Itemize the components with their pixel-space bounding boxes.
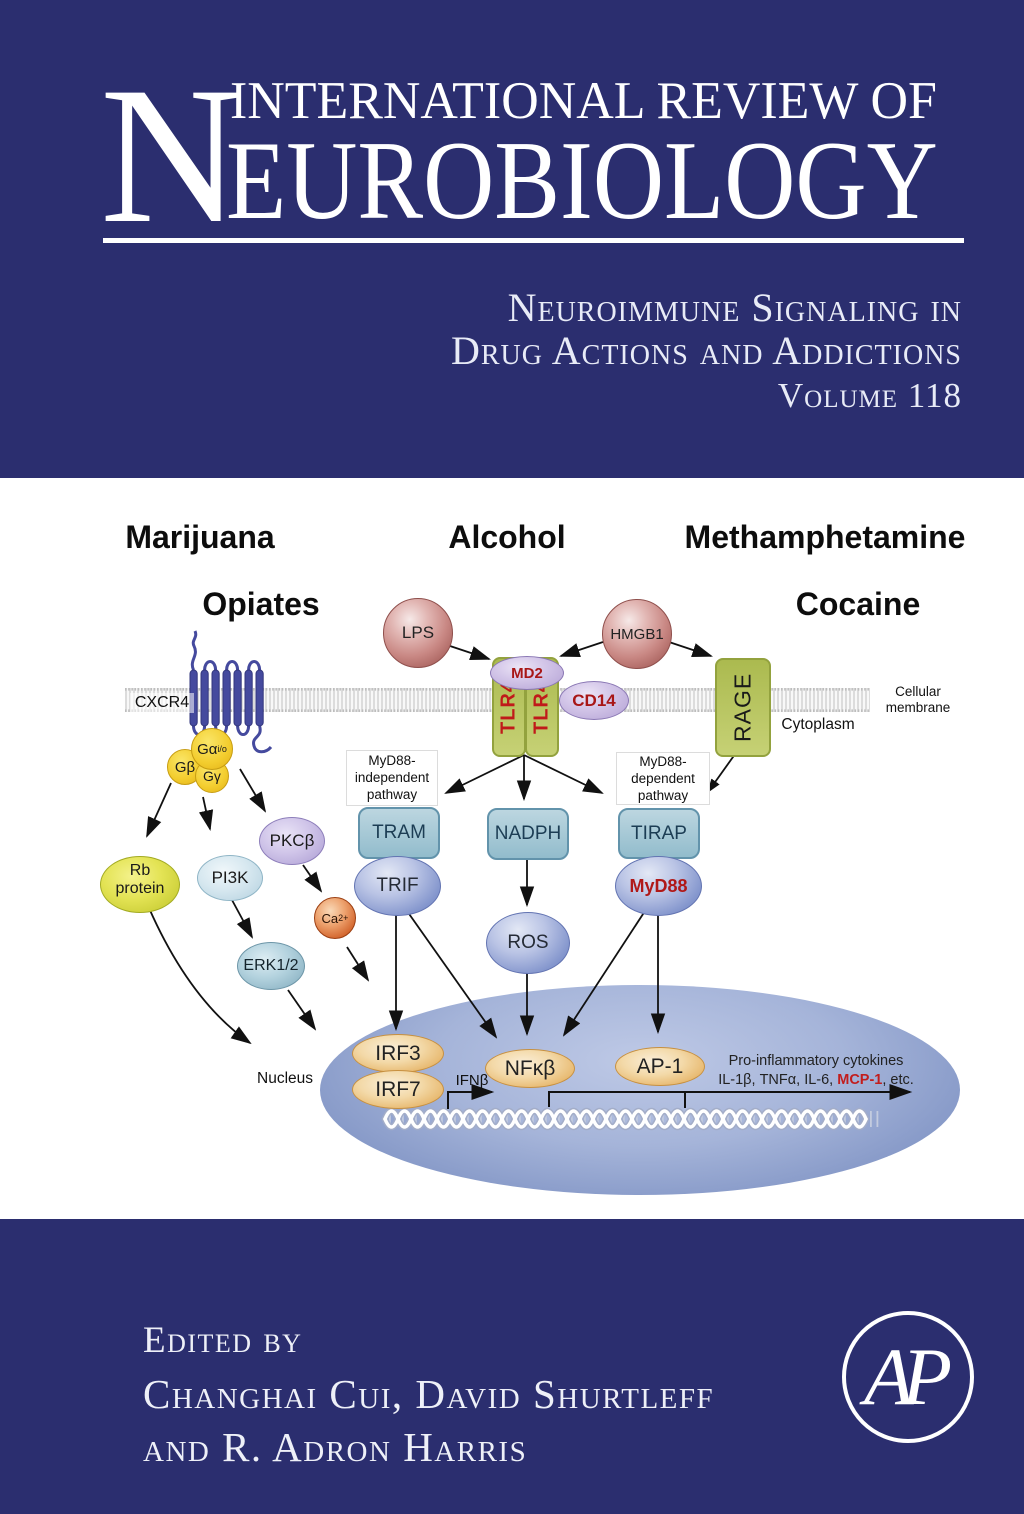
irf7-node: IRF7 [352, 1070, 444, 1109]
md2-protein: MD2 [490, 656, 564, 690]
series-title: INTERNATIONAL REVIEW OF [230, 72, 937, 130]
cellular-membrane-label: Cellular membrane [885, 684, 951, 715]
drug-label-methamphetamine: Methamphetamine [684, 518, 966, 555]
rage-receptor: RAGE [715, 658, 771, 757]
title-rest: EUROBIOLOGY [226, 119, 938, 243]
myd88-dependent-pathway-label: MyD88- dependent pathway [616, 752, 710, 805]
drug-label-alcohol: Alcohol [448, 518, 566, 555]
subtitle-line2: Drug Actions and Addictions [450, 328, 962, 373]
drug-label-marijuana: Marijuana [125, 518, 275, 555]
nadph-node: NADPH [487, 808, 569, 860]
myd88-node: MyD88 [615, 856, 702, 916]
erk-node: ERK1/2 [237, 942, 305, 990]
cytokines-label: Pro-inflammatory cytokines IL-1β, TNFα, … [718, 1053, 914, 1088]
masthead: N INTERNATIONAL REVIEW OF EUROBIOLOGY Ne… [0, 0, 1024, 478]
ros-node: ROS [486, 912, 570, 974]
editors-line2: and R. Adron Harris [143, 1424, 528, 1470]
mcp1-highlight: MCP-1 [837, 1072, 883, 1088]
subtitle-line1: Neuroimmune Signaling in [507, 285, 962, 330]
ifnb-label: IFNβ [455, 1071, 489, 1089]
cytoplasm-label: Cytoplasm [781, 716, 855, 733]
tirap-node: TIRAP [618, 808, 700, 859]
tram-node: TRAM [358, 807, 440, 859]
dna-helix [381, 1107, 880, 1131]
academic-press-monogram: AP [863, 1331, 952, 1422]
footer: Edited by Changhai Cui, David Shurtleff … [0, 1219, 1024, 1514]
myd88-independent-pathway-label: MyD88- independent pathway [346, 750, 438, 806]
irf3-node: IRF3 [352, 1034, 444, 1073]
title-initial: N [100, 47, 242, 264]
pi3k-node: PI3K [197, 855, 263, 901]
volume-label: Volume 118 [777, 376, 962, 415]
edited-by-label: Edited by [143, 1320, 303, 1361]
rb-protein-node: Rb protein [100, 856, 180, 913]
nfkb-node: NFκβ [485, 1049, 575, 1088]
hmgb1-ligand: HMGB1 [602, 599, 672, 669]
subtitle-block: Neuroimmune Signaling in Drug Actions an… [322, 286, 962, 416]
lps-ligand: LPS [383, 598, 453, 668]
pathway-arrows [146, 641, 739, 1045]
cxcr4-receptor-icon [189, 630, 273, 754]
pkc-beta-node: PKCβ [259, 817, 325, 865]
signaling-diagram: Marijuana Alcohol Methamphetamine Opiate… [0, 478, 1024, 1219]
academic-press-logo: AP [842, 1311, 974, 1443]
nucleus-label: Nucleus [257, 1070, 313, 1087]
drug-label-cocaine: Cocaine [795, 585, 921, 622]
cd14-protein: CD14 [559, 681, 629, 720]
ap1-node: AP-1 [615, 1047, 705, 1086]
divider-line [103, 238, 964, 243]
transcription-arrows [447, 1083, 913, 1109]
cxcr4-label: CXCR4 [130, 693, 194, 713]
editors-line1: Changhai Cui, David Shurtleff [143, 1371, 715, 1417]
trif-node: TRIF [354, 856, 441, 916]
drug-label-opiates: Opiates [202, 585, 320, 622]
